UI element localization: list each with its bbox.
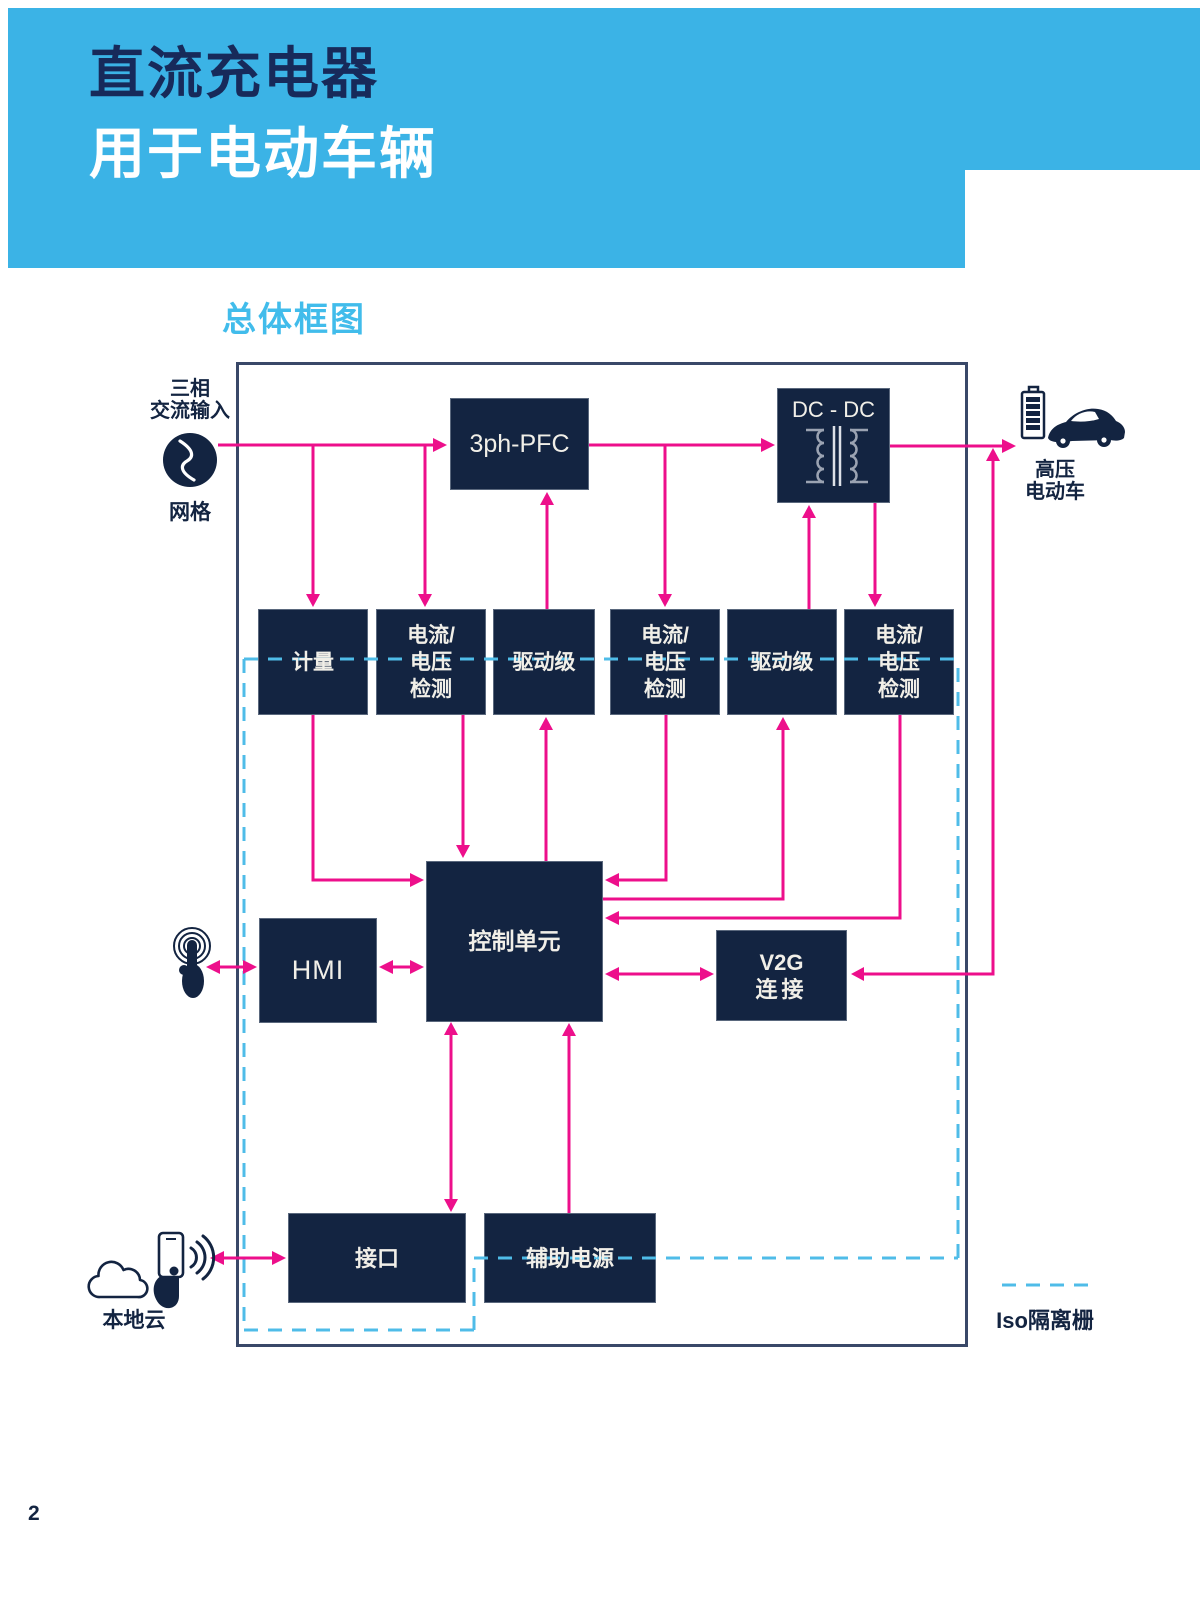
interface-label-text: 接口: [354, 1245, 399, 1271]
header-band-lower: [8, 170, 965, 268]
sense-block-2: [610, 609, 720, 715]
v2g-line1: V2G: [759, 949, 804, 975]
local-cloud-label: 本地云: [102, 1309, 166, 1332]
sense-label-2-text: 电流/ 电压 检测: [641, 622, 689, 703]
pfc-block: [450, 398, 589, 490]
control-label-text: 控制单元: [468, 928, 561, 954]
cloud-icon: [87, 1260, 149, 1299]
ev-label: 高压 电动车: [999, 459, 1111, 503]
driver-block-2: [727, 609, 837, 715]
magenta-lines: [216, 443, 1002, 1260]
sense-block-3: [844, 609, 954, 715]
grid-label: 网格: [169, 501, 211, 524]
aux-power-label-text: 辅助电源: [525, 1245, 614, 1271]
page-title-line2: 用于电动车辆: [89, 122, 437, 185]
v2g-line2: 连接: [755, 976, 808, 1002]
metering-label-text: 计量: [292, 650, 334, 674]
line-control-to-driver2: [603, 729, 785, 901]
interface-block: [288, 1213, 466, 1303]
magenta-arrowheads: [206, 438, 1016, 1265]
sense2-line1: 电流/: [641, 623, 689, 647]
sense-label-1: 电流/ 电压 检测: [376, 609, 486, 715]
driver-block-1: [493, 609, 595, 715]
sense-label-3-text: 电流/ 电压 检测: [875, 622, 923, 703]
page-title-line1: 直流充电器: [89, 42, 379, 105]
driver-label-2-text: 驱动级: [750, 650, 814, 674]
touch-hand-icon: [173, 927, 211, 998]
driver-label-1-text: 驱动级: [512, 650, 576, 674]
car-icon: [1048, 408, 1125, 448]
v2g-label-text: V2G 连接: [755, 949, 807, 1003]
sense-label-3: 电流/ 电压 检测: [844, 609, 954, 715]
iso-barrier-label: Iso隔离栅: [996, 1308, 1094, 1333]
sense2-line2: 电压: [644, 650, 686, 674]
sense3-line2: 电压: [878, 650, 920, 674]
sense3-line3: 检测: [878, 677, 920, 701]
line-sense2-to-control: [618, 715, 668, 882]
pfc-label-text: 3ph-PFC: [469, 429, 570, 458]
ac-input-label: 三相 交流输入: [130, 378, 250, 422]
dcdc-label-text: DC - DC: [791, 397, 876, 422]
sense2-line3: 检测: [644, 677, 686, 701]
driver-label-2: 驱动级: [727, 609, 837, 715]
driver-label-1: 驱动级: [493, 609, 595, 715]
sense-block-1: [376, 609, 486, 715]
ac-input-line2: 交流输入: [150, 400, 230, 422]
dcdc-label: DC - DC: [777, 394, 890, 426]
phone-wifi-icon: [153, 1231, 216, 1309]
sense1-line1: 电流/: [407, 623, 455, 647]
metering-block: [258, 609, 368, 715]
sense-label-2: 电流/ 电压 检测: [610, 609, 720, 715]
transformer-icon: [806, 426, 868, 486]
sense3-line1: 电流/: [875, 623, 923, 647]
control-label: 控制单元: [426, 861, 603, 1022]
section-heading: 总体框图: [222, 301, 366, 339]
line-ev-to-v2g: [864, 460, 995, 976]
page-title: 直流充电器 用于电动车辆: [89, 34, 437, 194]
metering-label: 计量: [258, 609, 368, 715]
ev-label-line1: 高压: [1035, 459, 1075, 481]
sense1-line2: 电压: [410, 650, 452, 674]
hmi-label-text: HMI: [291, 955, 345, 985]
sense1-line3: 检测: [410, 677, 452, 701]
diagram-frame: [236, 362, 968, 1347]
pfc-label: 3ph-PFC: [450, 398, 589, 490]
control-block: [426, 861, 603, 1022]
iso-barrier-dashed-path: [242, 657, 960, 1332]
v2g-block: [716, 930, 847, 1021]
battery-icon: [1020, 385, 1046, 440]
header-band-top: [8, 8, 1200, 170]
line-metering-to-control: [311, 715, 411, 882]
ev-label-line2: 电动车: [1025, 481, 1085, 503]
sense-label-1-text: 电流/ 电压 检测: [407, 622, 455, 703]
line-sense3-to-control: [618, 715, 902, 920]
ac-input-line1: 三相: [170, 378, 210, 400]
hmi-block: [259, 918, 377, 1023]
hmi-label: HMI: [259, 918, 377, 1023]
aux-power-label: 辅助电源: [484, 1213, 656, 1303]
v2g-label: V2G 连接: [716, 930, 847, 1021]
ac-sine-icon: [163, 433, 217, 487]
interface-label: 接口: [288, 1213, 466, 1303]
